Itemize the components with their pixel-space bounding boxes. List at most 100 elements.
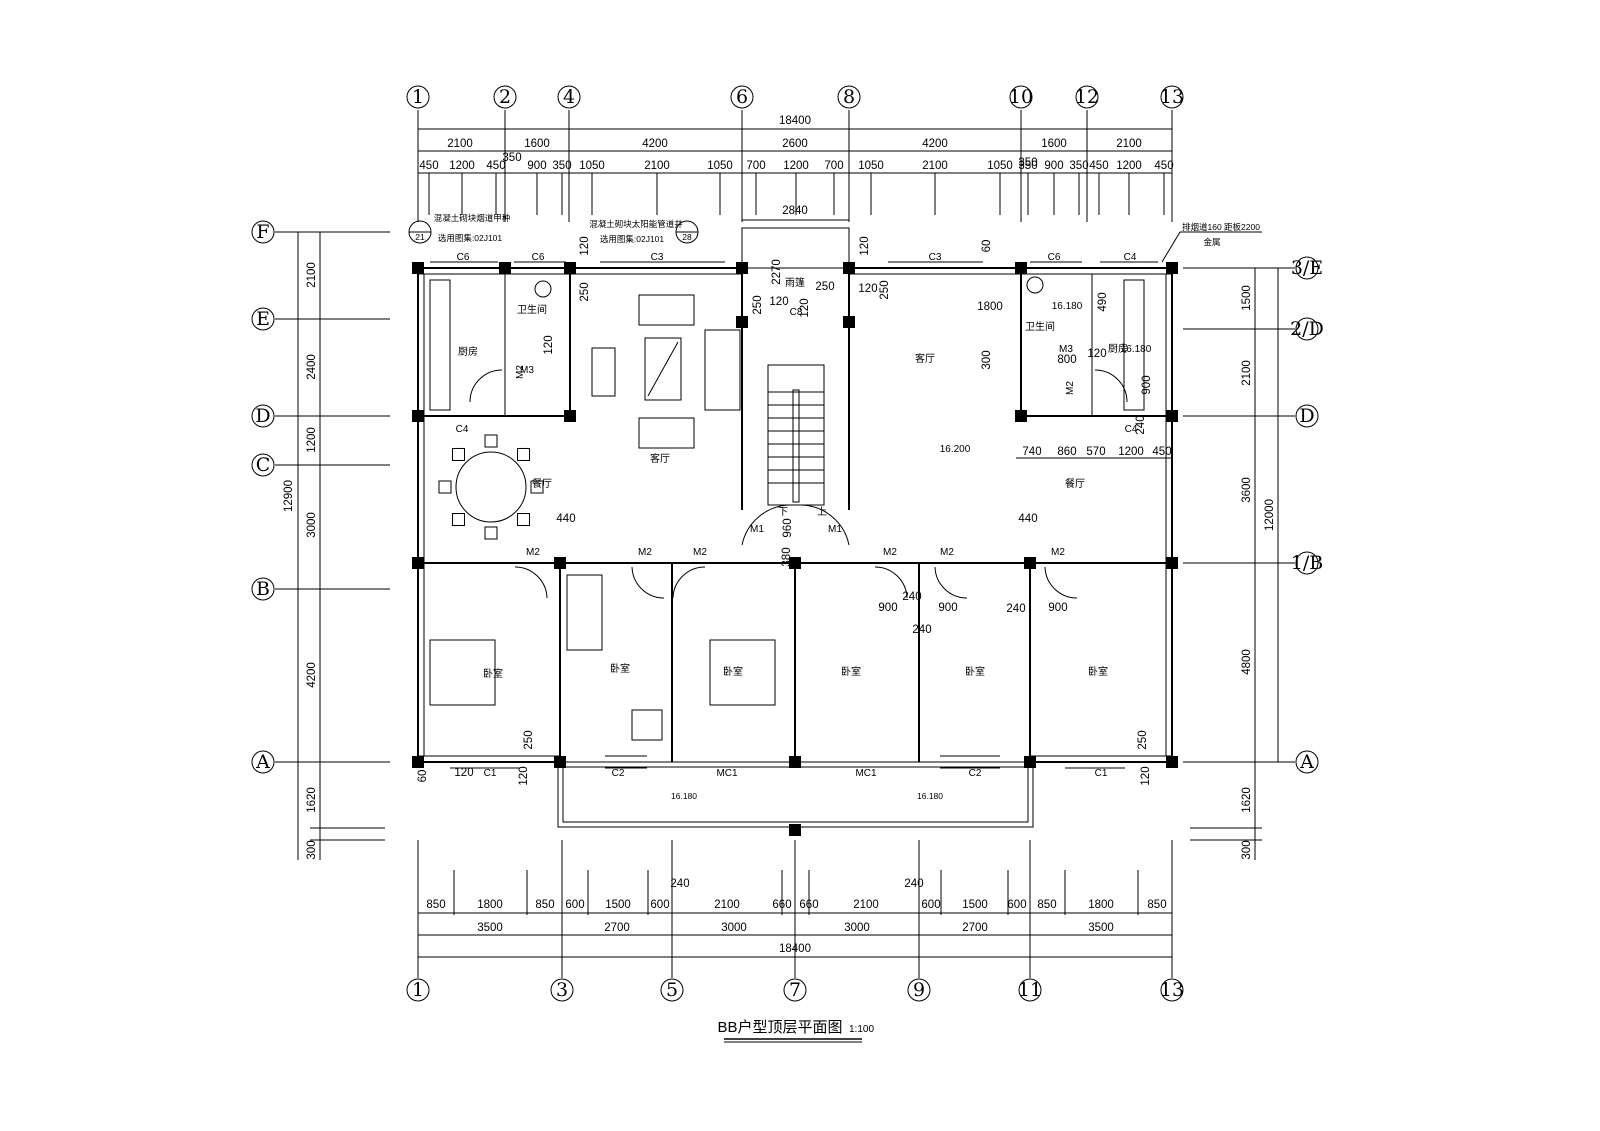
axis-bottom-1-label: 3 — [556, 979, 568, 1001]
dim-left-total: 12900 — [283, 480, 295, 512]
axis-right-0-label: 3/E — [1291, 257, 1323, 279]
dim-door-900-1: 900 — [938, 602, 957, 614]
axis-right-0-bubble — [1295, 256, 1319, 280]
room-bath: 卫生间 — [517, 303, 547, 316]
door-swing-m1-right — [800, 504, 850, 546]
axis-left-5-bubble — [251, 750, 275, 774]
dim-misc-24: 240 — [902, 591, 921, 603]
elevation-main: 16.200 — [940, 444, 971, 455]
dim-left-4: 4200 — [306, 662, 318, 688]
window-tag-6: C4 — [456, 424, 469, 435]
dim-misc-10: 250 — [579, 282, 591, 301]
window-tag-13: C2 — [969, 768, 982, 779]
bed-1 — [429, 639, 496, 706]
column-8 — [564, 410, 576, 422]
door-swing-bed4 — [874, 566, 908, 599]
note-shaft-ref: 28 — [682, 232, 692, 242]
axis-left-4-bubble — [251, 577, 275, 601]
note-flue-line2: 选用图集:02J101 — [438, 233, 503, 243]
dim-bottom-row1-0: 850 — [426, 899, 445, 911]
dim-bottom-row1-11: 1500 — [962, 899, 988, 911]
dim-misc-3: 120 — [859, 236, 871, 255]
note-exhaust-line1: 排烟道160 距板2200 — [1182, 222, 1260, 232]
column-11 — [412, 557, 424, 569]
axis-top-2-bubble — [557, 85, 581, 109]
dim-bottom-row1-5: 600 — [650, 899, 669, 911]
dim-top-row3-17: 450 — [1089, 160, 1108, 172]
tv-unit — [591, 347, 616, 397]
dim-top-row2-5: 1600 — [1041, 138, 1067, 150]
elevation-balcony-left: 16.180 — [671, 791, 697, 801]
dim-left-5: 1620 — [306, 787, 318, 813]
axis-right-4-label: A — [1299, 751, 1314, 773]
dim-top-row3-6: 2100 — [644, 160, 670, 172]
axis-top-3-label: 6 — [736, 86, 748, 108]
axis-bottom-0-label: 1 — [412, 979, 424, 1001]
room-bedroom-2: 卧室 — [723, 665, 743, 678]
dim-top-row2-4: 4200 — [922, 138, 948, 150]
column-3 — [736, 262, 748, 274]
axis-bottom-1-bubble — [550, 978, 574, 1002]
axis-bottom-5-bubble — [1018, 978, 1042, 1002]
column-6 — [1166, 262, 1178, 274]
axis-left-3-label: C — [256, 454, 271, 476]
dim-misc-17: 60 — [417, 770, 429, 783]
column-2 — [564, 262, 576, 274]
dim-right-1: 2100 — [1241, 360, 1253, 386]
dim-misc-14: 250 — [523, 730, 535, 749]
desk — [631, 709, 663, 741]
axis-bottom-4-bubble — [907, 978, 931, 1002]
dim-misc-15: 250 — [1137, 730, 1149, 749]
dining-chair-7 — [517, 447, 531, 461]
dim-top-row3-2: 450 — [486, 160, 505, 172]
column-12 — [554, 557, 566, 569]
door-tag-4: M2 — [693, 547, 707, 558]
axis-bottom-6-bubble — [1160, 978, 1184, 1002]
axis-right-1-label: 2/D — [1290, 318, 1324, 340]
room-kitchen: 厨房 — [458, 345, 478, 358]
window-tag-14: C1 — [1095, 768, 1108, 779]
dim-top-row2-6: 2100 — [1116, 138, 1142, 150]
dim-right-total: 12000 — [1264, 499, 1276, 531]
dim-misc-6: 120 — [1087, 348, 1106, 360]
dining-table — [455, 451, 527, 523]
dim-misc-440-0: 440 — [556, 513, 575, 525]
axis-bottom-6-label: 13 — [1160, 979, 1184, 1001]
window-tag-10: C2 — [612, 768, 625, 779]
axis-right-4-bubble — [1295, 750, 1319, 774]
column-20 — [789, 756, 801, 768]
window-tag-3: C3 — [929, 252, 942, 263]
door-tag-3: M2 — [638, 547, 652, 558]
dim-left-3: 3000 — [306, 512, 318, 538]
door-swing-kitchen-r — [1094, 369, 1128, 403]
dim-top-row3-12: 2100 — [922, 160, 948, 172]
dim-misc-9: 120 — [518, 766, 530, 785]
room-bedroom-5: 卧室 — [1088, 665, 1108, 678]
axis-left-2-label: D — [255, 405, 270, 427]
dim-bottom-row1-12: 600 — [1007, 899, 1026, 911]
dim-bottom-row1-6: 2100 — [714, 899, 740, 911]
axis-top-4-label: 8 — [843, 86, 855, 108]
window-tag-2: C3 — [651, 252, 664, 263]
dim-dining-chain-0: 740 — [1022, 446, 1041, 458]
dim-bottom-row2-5: 3500 — [1088, 922, 1114, 934]
note-leader — [1161, 231, 1181, 263]
dining-chair-5 — [451, 447, 465, 461]
coffee-table-glass — [647, 341, 679, 397]
axis-bottom-3-label: 7 — [789, 979, 801, 1001]
dining-chair-0 — [530, 480, 544, 494]
axis-left-4-label: B — [256, 578, 270, 600]
dim-bottom-row1-1: 1800 — [477, 899, 503, 911]
dim-misc-4: 120 — [858, 283, 877, 295]
column-17 — [1166, 557, 1178, 569]
dim-misc-7: 120 — [454, 767, 473, 779]
dim-misc-27: 240 — [1135, 415, 1147, 434]
axis-bottom-2-label: 5 — [666, 979, 678, 1001]
drawing-scale: 1:100 — [849, 1024, 874, 1035]
dim-top-total: 18400 — [779, 115, 811, 127]
window-tag-8: C8 — [790, 307, 803, 318]
dim-door-900-0: 900 — [878, 602, 897, 614]
dining-chair-3 — [451, 513, 465, 527]
dim-misc-16: 60 — [981, 240, 993, 253]
